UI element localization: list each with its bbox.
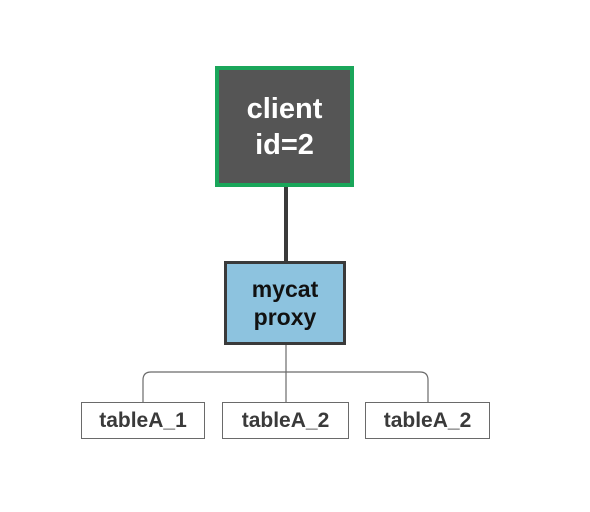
table-label: tableA_1 bbox=[99, 408, 187, 432]
proxy-type-label: proxy bbox=[253, 304, 317, 330]
proxy-name-label: mycat bbox=[251, 276, 319, 302]
table-node: tableA_1 bbox=[81, 402, 205, 439]
client-label: client bbox=[246, 92, 323, 125]
table-label: tableA_2 bbox=[241, 408, 330, 432]
table-node: tableA_2 bbox=[365, 402, 490, 439]
client-id-label: id=2 bbox=[255, 128, 314, 161]
table-label: tableA_2 bbox=[383, 408, 472, 432]
proxy-node: mycat proxy bbox=[224, 261, 346, 345]
client-node: client id=2 bbox=[215, 66, 354, 187]
table-bus-connector bbox=[142, 371, 429, 402]
table-node: tableA_2 bbox=[222, 402, 349, 439]
